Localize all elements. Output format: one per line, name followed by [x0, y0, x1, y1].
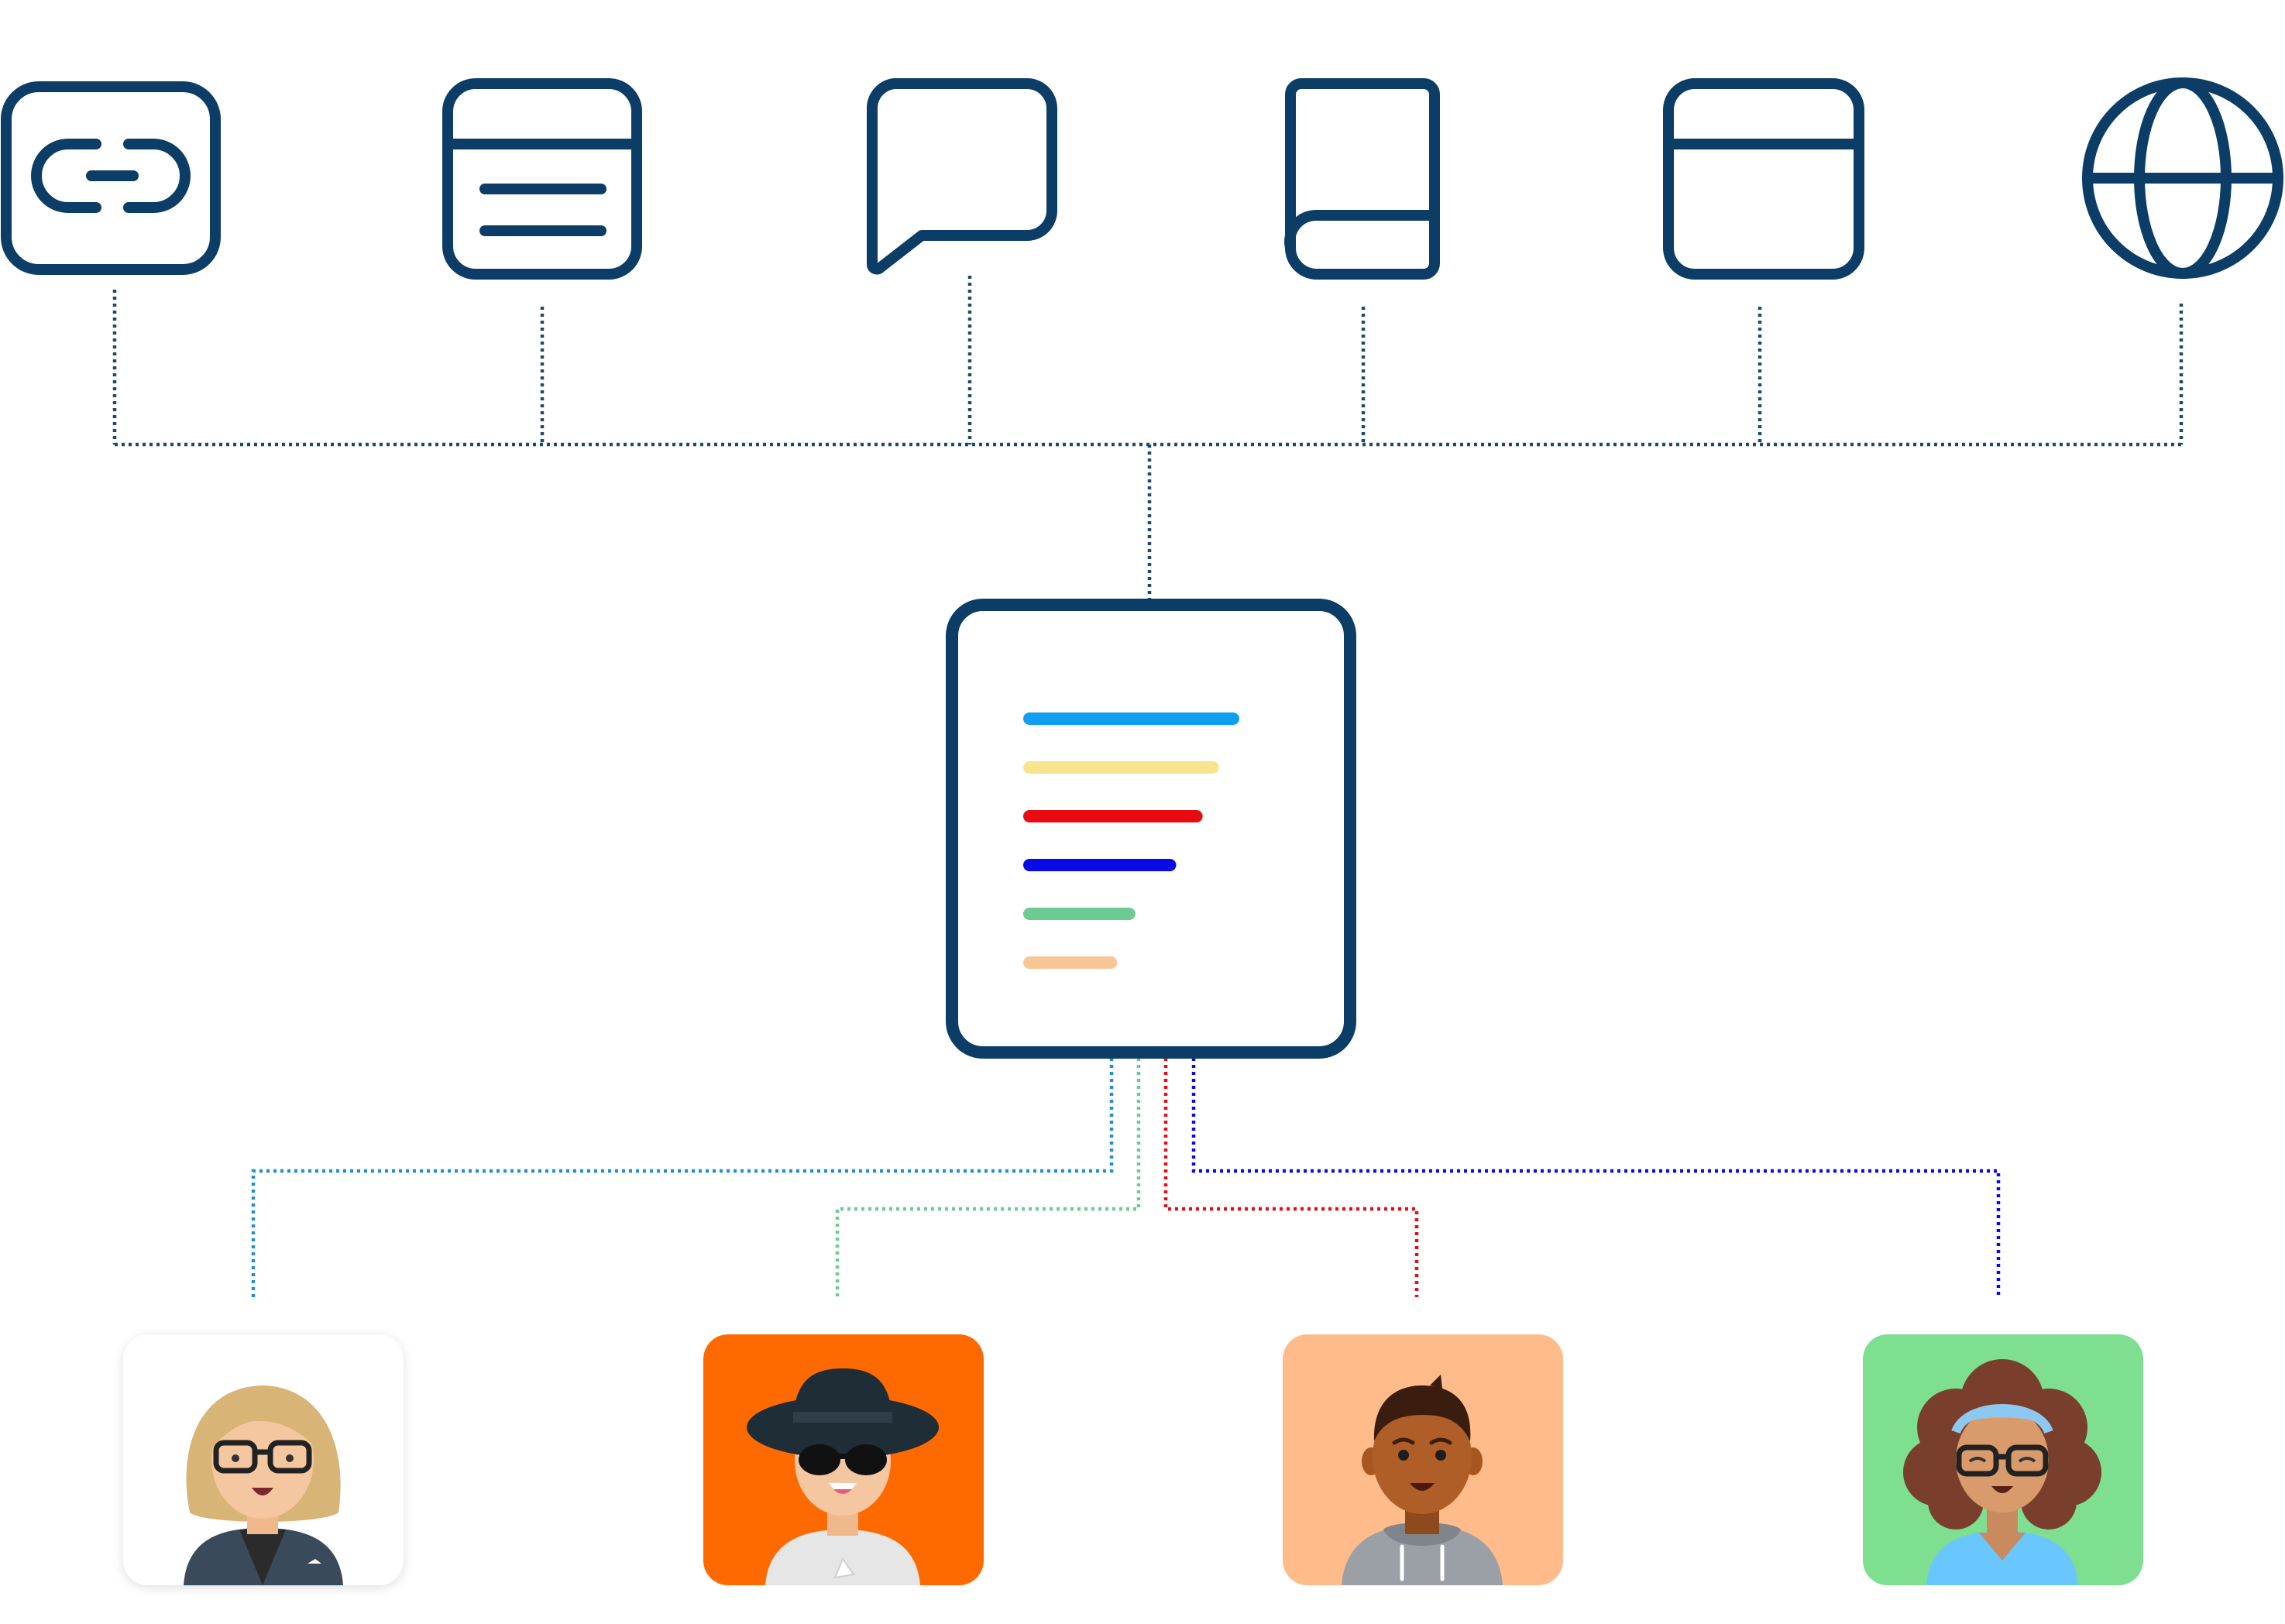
- recipient-connector-1: [251, 1058, 1114, 1297]
- hat-sunglasses-avatar: [703, 1334, 984, 1585]
- blonde-glasses-avatar: [123, 1334, 404, 1585]
- recipient-card-1: [123, 1334, 404, 1585]
- hub-document: [946, 599, 1356, 1059]
- recipient-card-3: [1283, 1334, 1563, 1585]
- recipient-connector-3: [1163, 1058, 1419, 1297]
- recipient-card-2: [703, 1334, 984, 1585]
- hub-sorted-bars: [1023, 712, 1239, 969]
- link-icon: [1, 81, 221, 275]
- recipient-card-4: [1863, 1334, 2143, 1585]
- recipient-connector-4: [1191, 1058, 2001, 1297]
- chat-bubble-icon: [866, 78, 1057, 275]
- document-icon: [442, 78, 642, 280]
- recipient-connector-2: [835, 1058, 1141, 1297]
- book-icon: [1284, 78, 1440, 280]
- globe-icon: [2082, 77, 2283, 279]
- hoodie-man-avatar: [1283, 1334, 1563, 1585]
- curly-hair-glasses-avatar: [1863, 1334, 2143, 1585]
- browser-window-icon: [1663, 78, 1864, 280]
